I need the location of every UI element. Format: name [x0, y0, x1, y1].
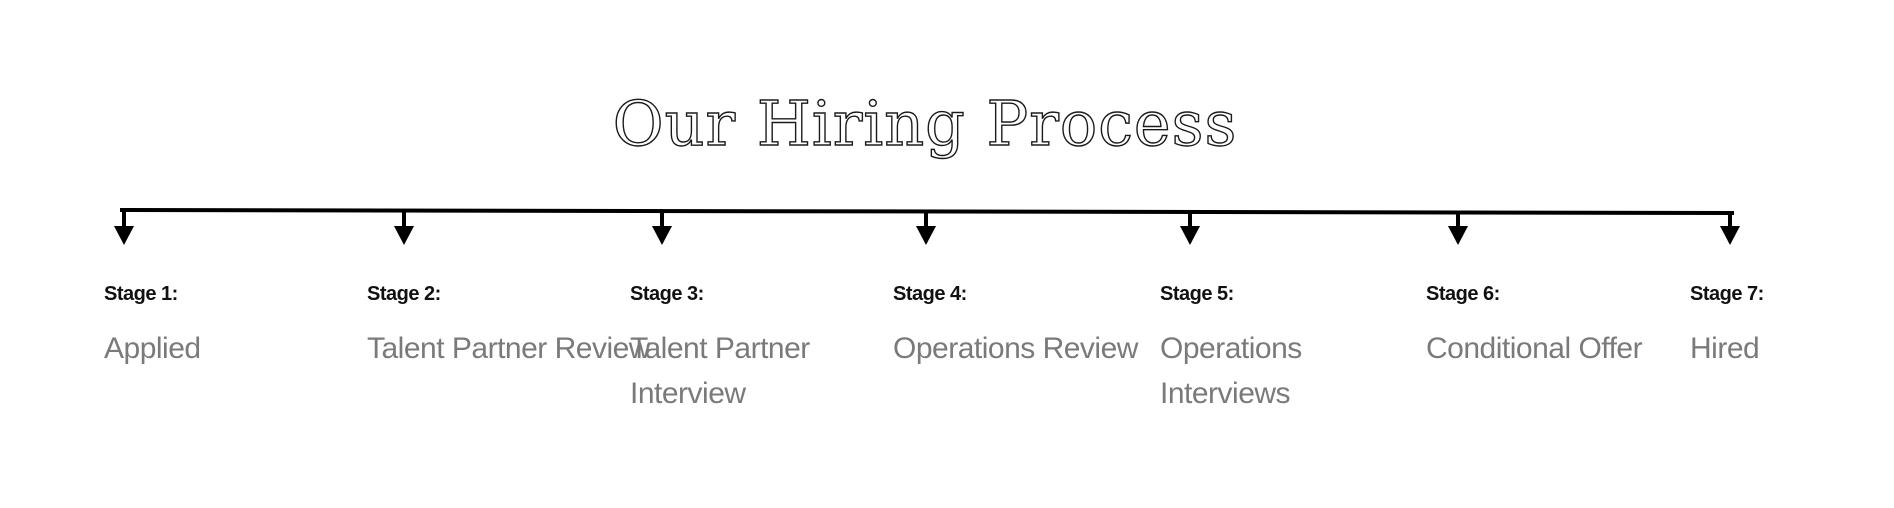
stage-2-arrow	[394, 211, 414, 245]
stage-4: Stage 4: Operations Review	[893, 282, 1138, 371]
stage-6-arrow	[1448, 212, 1468, 245]
stage-2-name: Talent Partner Review	[367, 332, 650, 365]
stage-2-label: Stage 2:	[367, 283, 441, 305]
timeline-bar	[119, 207, 1735, 216]
stage-7: Stage 7: Hired	[1690, 282, 1840, 371]
stage-5: Stage 5: Operations Interviews	[1160, 282, 1330, 416]
stage-3-arrow	[652, 211, 672, 245]
stage-3: Stage 3: Talent Partner Interview	[630, 282, 820, 416]
stage-7-label: Stage 7:	[1690, 283, 1764, 305]
stage-4-arrow	[916, 211, 936, 245]
stage-1-label: Stage 1:	[104, 283, 178, 305]
stage-4-label: Stage 4:	[893, 283, 967, 305]
stage-7-arrow	[1720, 213, 1740, 245]
stage-1: Stage 1: Applied	[104, 282, 344, 371]
stage-6: Stage 6: Conditional Offer	[1426, 282, 1666, 371]
stage-4-name: Operations Review	[893, 332, 1138, 365]
stage-6-name: Conditional Offer	[1426, 332, 1643, 365]
diagram-title: Our Hiring Process	[612, 86, 1238, 160]
stage-5-label: Stage 5:	[1160, 283, 1234, 305]
stage-5-name: Operations Interviews	[1160, 332, 1302, 410]
stage-3-label: Stage 3:	[630, 283, 704, 305]
stage-1-arrow	[114, 210, 134, 245]
stage-2: Stage 2: Talent Partner Review	[367, 282, 650, 371]
stage-7-name: Hired	[1690, 332, 1760, 365]
stage-3-name: Talent Partner Interview	[630, 332, 810, 410]
stage-6-label: Stage 6:	[1426, 283, 1500, 305]
stage-5-arrow	[1180, 212, 1200, 245]
stage-1-name: Applied	[104, 332, 201, 365]
